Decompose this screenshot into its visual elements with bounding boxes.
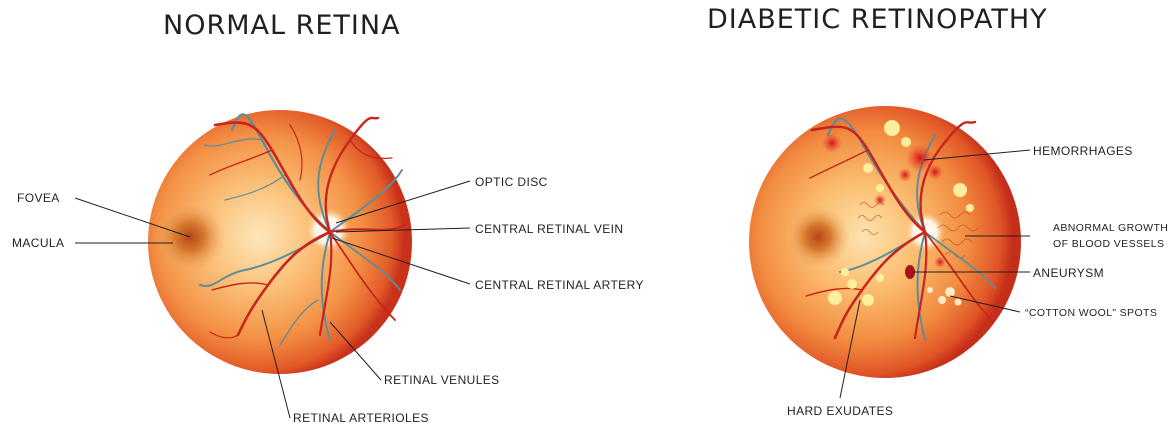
- label-cotton-wool-spots: “COTTON WOOL” SPOTS: [1025, 306, 1157, 321]
- diabetic-fovea-spot: [786, 205, 850, 269]
- label-central-retinal-vein: CENTRAL RETINAL VEIN: [475, 222, 623, 236]
- label-central-retinal-artery: CENTRAL RETINAL ARTERY: [475, 278, 644, 292]
- label-optic-disc: OPTIC DISC: [475, 175, 548, 189]
- diabetic-retina-fundus: [749, 106, 1021, 378]
- label-aneurysm: ANEURYSM: [1033, 266, 1104, 280]
- label-macula: MACULA: [12, 236, 64, 250]
- label-hemorrhages: HEMORRHAGES: [1033, 144, 1133, 158]
- label-hard-exudates: HARD EXUDATES: [787, 404, 893, 418]
- label-fovea: FOVEA: [17, 191, 60, 205]
- label-abnormal-growth-line1: ABNORMAL GROWTH: [1053, 221, 1168, 236]
- label-abnormal-growth-line2: OF BLOOD VESSELS: [1053, 237, 1164, 252]
- label-retinal-arterioles: RETINAL ARTERIOLES: [293, 411, 429, 425]
- label-retinal-venules: RETINAL VENULES: [384, 373, 500, 387]
- normal-retina-fundus: [148, 110, 412, 374]
